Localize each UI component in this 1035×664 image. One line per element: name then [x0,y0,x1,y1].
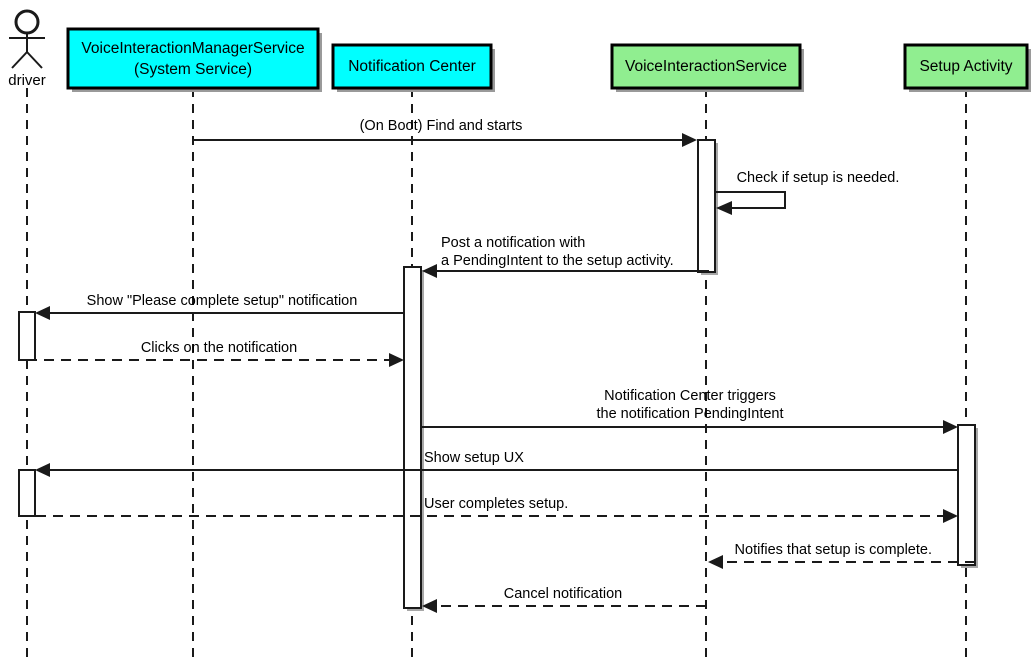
message-check-setup-arrowhead [716,201,732,215]
message-show-setup-ux-label: Show setup UX [424,450,524,466]
message-post-notification[interactable]: Post a notification with a PendingIntent… [422,235,709,278]
message-user-completes-setup[interactable]: User completes setup. [19,496,958,523]
message-check-setup-label: Check if setup is needed. [737,170,900,186]
message-trigger-pendingintent-arrowhead [943,420,958,434]
message-show-setup-ux[interactable]: Show setup UX [35,450,958,477]
message-cancel-notification[interactable]: Cancel notification [422,586,706,613]
actor-head-icon [14,9,40,35]
message-trigger-pendingintent[interactable]: Notification Center triggers the notific… [420,388,958,434]
message-notifies-complete[interactable]: Notifies that setup is complete. [708,542,975,569]
participant-driver[interactable]: driver [8,9,46,89]
message-post-notification-label-line2: a PendingIntent to the setup activity. [441,253,674,269]
activation-notification-center-1 [403,266,422,609]
message-check-setup-line [715,191,786,209]
message-show-notification-label: Show "Please complete setup" notificatio… [87,293,358,309]
activation-setup-activity-1 [957,424,976,566]
activation-driver-1 [18,311,36,361]
activation-driver-2 [18,469,36,517]
message-show-setup-ux-arrowhead [35,463,50,477]
message-on-boot-label: (On Boot) Find and starts [360,118,523,134]
message-cancel-notification-label: Cancel notification [504,586,623,602]
message-trigger-pendingintent-label-line2: the notification PendingIntent [596,406,783,422]
participant-setup-activity[interactable]: Setup Activity [903,43,1031,92]
participant-label-notification-center: Notification Center [348,58,476,75]
message-user-completes-setup-label: User completes setup. [424,496,568,512]
message-cancel-notification-arrowhead [422,599,437,613]
message-clicks-notification-arrowhead [389,353,404,367]
message-show-notification[interactable]: Show "Please complete setup" notificatio… [35,293,404,320]
participant-voice-interaction-service[interactable]: VoiceInteractionService [610,43,804,92]
message-clicks-notification[interactable]: Clicks on the notification [27,340,404,367]
message-post-notification-arrowhead [422,264,437,278]
participant-label-voice-interaction-service: VoiceInteractionService [625,58,787,75]
message-on-boot-arrowhead [682,133,697,147]
activations-layer [18,139,978,611]
participant-vims[interactable]: VoiceInteractionManagerService (System S… [66,27,322,92]
message-check-setup[interactable]: Check if setup is needed. [715,170,899,215]
participant-notification-center-box[interactable] [331,43,493,90]
message-notifies-complete-label: Notifies that setup is complete. [735,542,932,558]
participant-vims-box[interactable] [66,27,320,90]
message-clicks-notification-label: Clicks on the notification [141,340,297,356]
message-notifies-complete-arrowhead [708,555,723,569]
message-on-boot[interactable]: (On Boot) Find and starts [193,118,697,147]
message-post-notification-label-line1: Post a notification with [441,235,585,251]
message-trigger-pendingintent-label-line1: Notification Center triggers [604,388,776,404]
activation-voice-interaction-service-1 [697,139,716,273]
participant-label-setup-activity: Setup Activity [919,58,1012,75]
actor-leg-left-icon [11,51,28,69]
participant-voice-interaction-service-box[interactable] [610,43,802,90]
participant-label-vims-line1: VoiceInteractionManagerService [81,40,304,57]
participant-setup-activity-box[interactable] [903,43,1029,90]
message-user-completes-setup-arrowhead [943,509,958,523]
participant-label-driver: driver [8,72,46,89]
actor-leg-right-icon [26,51,43,69]
participant-label-vims-line2: (System Service) [134,61,252,78]
message-show-notification-arrowhead [35,306,50,320]
participant-notification-center[interactable]: Notification Center [331,43,495,92]
